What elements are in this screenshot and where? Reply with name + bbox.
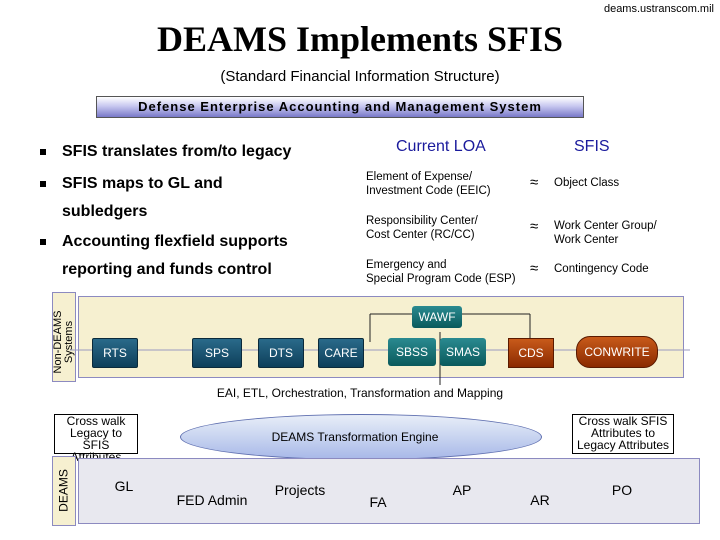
conwrite-system: CONWRITE bbox=[576, 336, 658, 368]
loa-row-2-left: Responsibility Center/Cost Center (RC/CC… bbox=[366, 215, 478, 241]
bullet-2-text-cont: subledgers bbox=[62, 203, 148, 220]
sbss-system: SBSS bbox=[388, 338, 436, 366]
page-title: DEAMS Implements SFIS bbox=[156, 19, 564, 59]
sps-system: SPS bbox=[192, 338, 242, 368]
gl-module: GL bbox=[114, 478, 134, 494]
transformation-engine-label: DEAMS Transformation Engine bbox=[271, 430, 439, 444]
fed-admin-module: FED Admin bbox=[176, 492, 248, 508]
dts-system: DTS bbox=[258, 338, 304, 368]
bullet-2-text: SFIS maps to GL and bbox=[62, 175, 223, 192]
bullet-square-icon bbox=[40, 148, 46, 155]
loa-current-header: Current LOA bbox=[396, 138, 486, 155]
eai-label: EAI, ETL, Orchestration, Transformation … bbox=[216, 386, 504, 400]
fa-module: FA bbox=[369, 494, 387, 510]
deams-label: DEAMS bbox=[56, 469, 71, 512]
bullet-square-icon bbox=[40, 180, 46, 187]
loa-row-2-right: Work Center Group/Work Center bbox=[554, 220, 657, 246]
ap-module: AP bbox=[452, 482, 472, 498]
wawf-system: WAWF bbox=[412, 306, 462, 328]
page-subtitle: (Standard Financial Information Structur… bbox=[220, 68, 500, 85]
deams-banner: Defense Enterprise Accounting and Manage… bbox=[96, 96, 584, 118]
bullet-3: Accounting flexfield supports reporting … bbox=[40, 228, 288, 284]
smas-system: SMAS bbox=[440, 338, 486, 366]
rts-system: RTS bbox=[92, 338, 138, 368]
bullet-3-text-cont: reporting and funds control bbox=[62, 261, 272, 278]
approx-icon: ≈ bbox=[530, 260, 539, 277]
loa-sfis-header: SFIS bbox=[574, 138, 610, 155]
transformation-engine bbox=[180, 414, 542, 460]
projects-module: Projects bbox=[274, 482, 326, 498]
care-system: CARE bbox=[318, 338, 364, 368]
bullet-2: SFIS maps to GL and subledgers bbox=[40, 170, 223, 226]
bullet-3-text: Accounting flexfield supports bbox=[62, 233, 288, 250]
cds-system: CDS bbox=[508, 338, 554, 368]
bullet-1-text: SFIS translates from/to legacy bbox=[62, 143, 292, 160]
bullet-1: SFIS translates from/to legacy bbox=[40, 138, 291, 166]
loa-row-3-right: Contingency Code bbox=[554, 263, 649, 275]
loa-row-1-left: Element of Expense/Investment Code (EEIC… bbox=[366, 171, 491, 197]
approx-icon: ≈ bbox=[530, 218, 539, 235]
bullet-square-icon bbox=[40, 238, 46, 245]
deams-label-box: DEAMS bbox=[52, 456, 76, 526]
po-module: PO bbox=[611, 482, 633, 498]
loa-row-1-right: Object Class bbox=[554, 177, 620, 189]
deams-band bbox=[78, 458, 700, 524]
site-url: deams.ustranscom.mil bbox=[603, 3, 714, 15]
ar-module: AR bbox=[530, 492, 550, 508]
approx-icon: ≈ bbox=[530, 174, 539, 191]
